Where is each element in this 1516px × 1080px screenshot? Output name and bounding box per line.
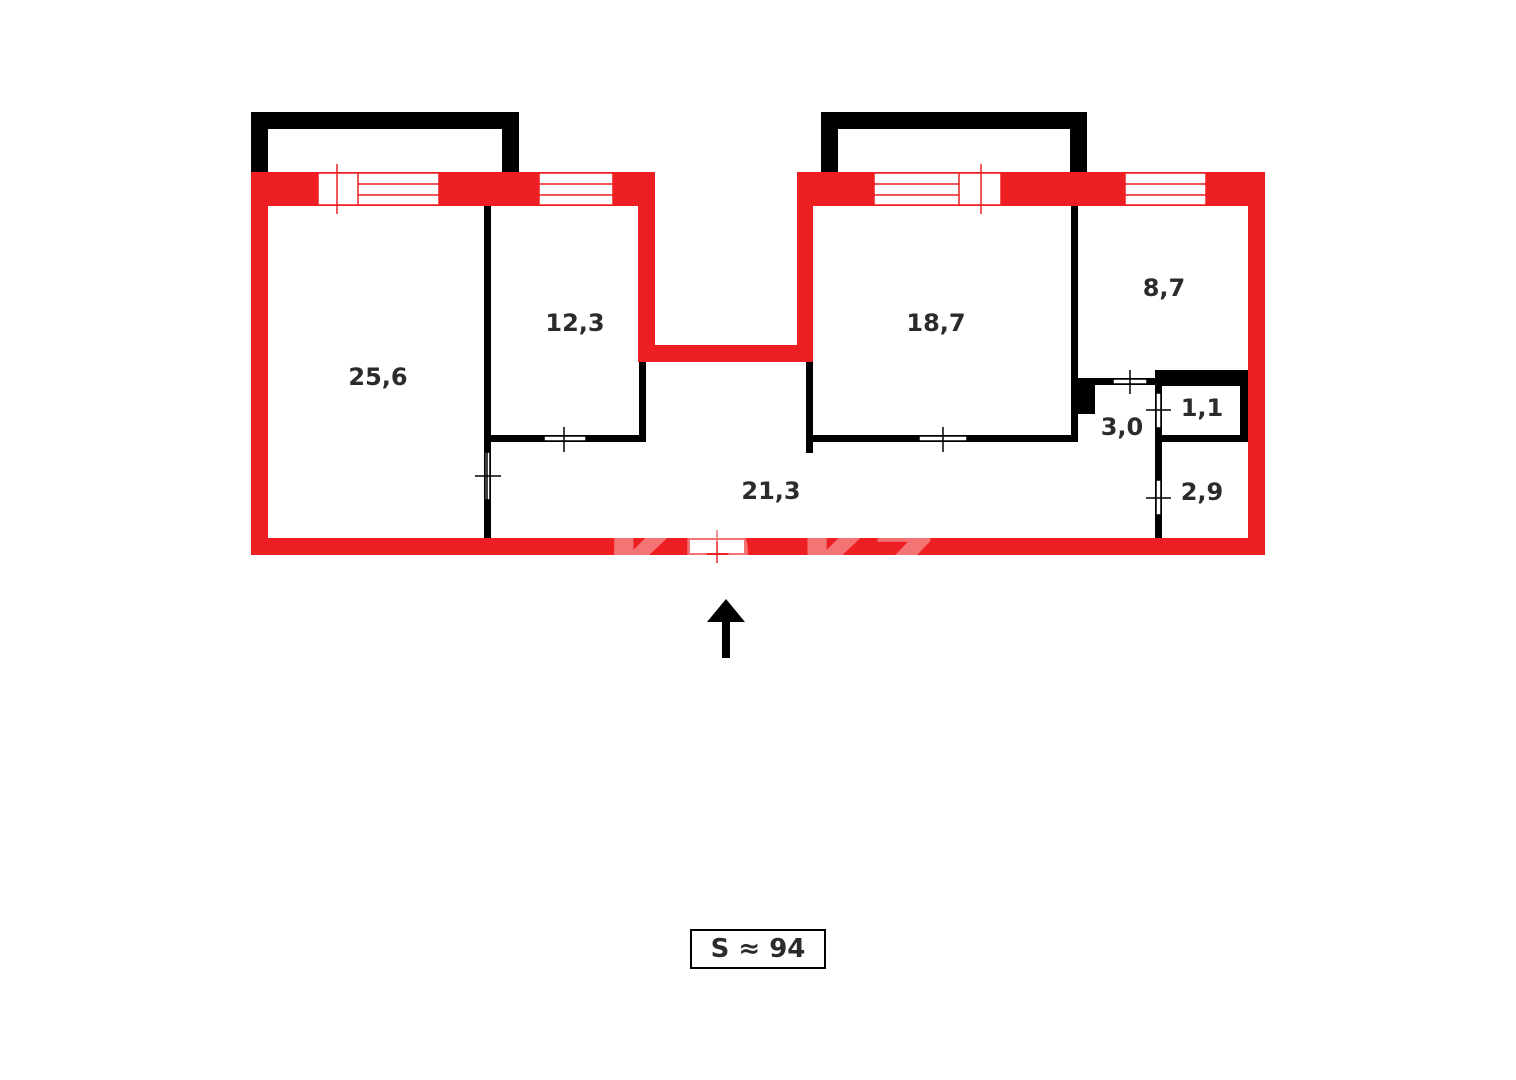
- door: [1146, 392, 1171, 429]
- closet-interior: [1162, 386, 1240, 435]
- door: [1112, 370, 1148, 394]
- room-area-label: 21,3: [741, 477, 800, 505]
- window: [873, 164, 1002, 214]
- entrance-door: [690, 530, 744, 563]
- total-area-box: S ≈ 94: [690, 929, 826, 969]
- room-area-label: 18,7: [906, 309, 965, 337]
- window: [317, 164, 440, 214]
- window: [538, 172, 614, 206]
- door: [475, 451, 501, 501]
- room-area-label: 1,1: [1181, 394, 1224, 422]
- room-area-label: 25,6: [348, 363, 407, 391]
- door: [543, 427, 587, 452]
- watermark: kn.kz: [605, 486, 935, 614]
- balcony-right: [821, 112, 1087, 174]
- room-area-label: 8,7: [1143, 274, 1186, 302]
- door: [1146, 479, 1171, 516]
- door: [918, 427, 968, 452]
- balcony-left: [251, 112, 519, 174]
- room-area-label: 12,3: [545, 309, 604, 337]
- room-area-label: 3,0: [1101, 413, 1144, 441]
- room-area-label: 2,9: [1181, 478, 1224, 506]
- arrow-up-icon: [707, 599, 745, 658]
- window: [1124, 172, 1207, 206]
